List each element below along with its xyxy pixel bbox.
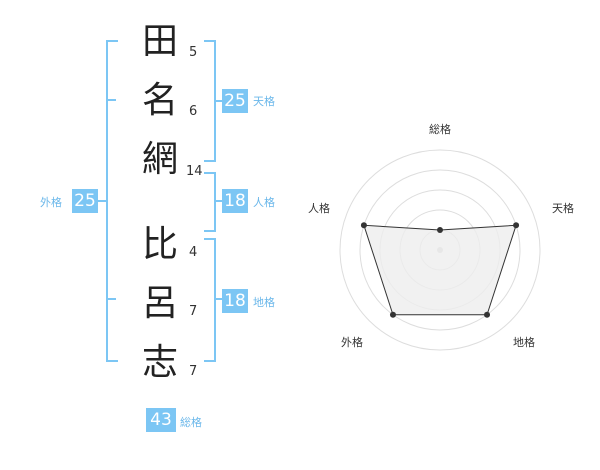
stroke-count-2: 6 [189,104,198,119]
radar-polygon [363,224,517,316]
name-char-1: 田 [141,21,178,62]
name-char-4: 比 [141,224,178,265]
jinkaku-bracket [204,172,216,232]
radar-points [360,222,520,318]
chikaku-bracket [204,238,216,362]
soukaku-value: 43 [146,408,176,432]
stroke-count-6: 7 [189,364,198,379]
gaikaku-label: 外格 [40,196,62,209]
radar-ring [359,169,521,331]
radar-label-tenkaku: 天格 [552,202,574,215]
chikaku-connector [214,298,222,300]
radar-label-gaikaku: 外格 [341,336,363,349]
radar-ring [339,149,541,351]
tenkaku-value: 25 [222,89,248,113]
radar-point-2 [484,311,491,318]
stroke-count-4: 4 [189,245,198,260]
jinkaku-label: 人格 [253,196,275,209]
name-char-3: 網 [141,139,178,180]
stroke-count-5: 7 [189,304,198,319]
gaikaku-bracket [106,40,118,362]
radar-point-1 [513,222,520,229]
radar-label-chikaku: 地格 [513,336,535,349]
gaikaku-bracket-tick-2 [106,298,116,300]
tenkaku-connector [214,100,222,102]
gaikaku-value: 25 [72,189,98,213]
radar-point-3 [389,311,396,318]
radar-chart [339,149,541,351]
radar-label-jinkaku: 人格 [308,202,330,215]
name-char-2: 名 [141,80,178,121]
name-char-6: 志 [141,342,178,383]
jinkaku-value: 18 [222,189,248,213]
radar-point-4 [360,222,367,229]
gaikaku-bracket-tick-1 [106,99,116,101]
soukaku-label: 総格 [180,416,202,429]
stroke-count-3: 14 [186,164,203,179]
name-char-5: 呂 [141,283,178,324]
stroke-count-1: 5 [189,45,198,60]
gaikaku-connector [98,200,106,202]
radar-point-0 [437,227,443,233]
chikaku-value: 18 [222,289,248,313]
chikaku-label: 地格 [253,296,275,309]
radar-label-soukaku: 総格 [429,123,451,136]
tenkaku-label: 天格 [253,95,275,108]
jinkaku-connector [214,200,222,202]
